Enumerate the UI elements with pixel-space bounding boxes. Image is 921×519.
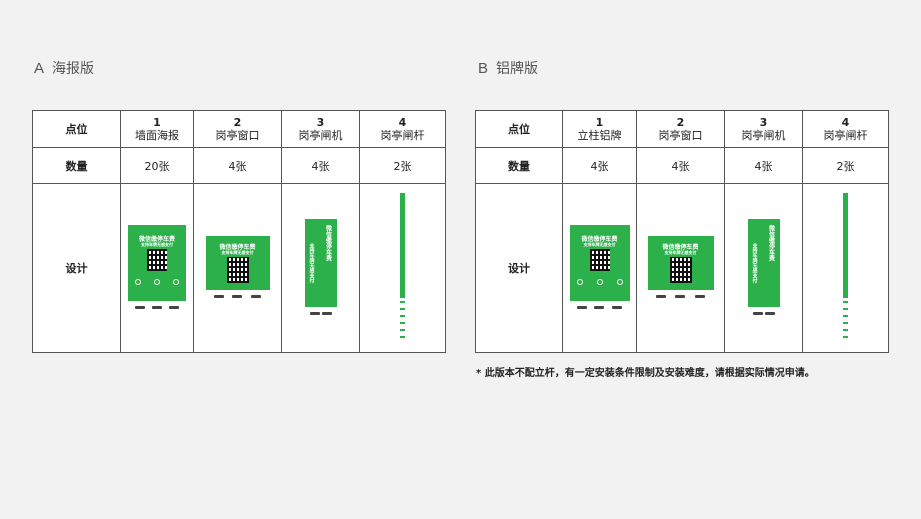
point-number: 4 bbox=[398, 115, 407, 129]
poster-subline: 支持车牌无感支付 bbox=[751, 243, 758, 283]
barrier-poster-image bbox=[400, 193, 405, 343]
point-number: 4 bbox=[841, 115, 850, 129]
quantity-cell: 4张 bbox=[636, 147, 725, 184]
qr-code-icon bbox=[226, 257, 249, 283]
qr-code-icon bbox=[147, 249, 167, 271]
poster-subline: 支持车牌无感支付 bbox=[664, 250, 697, 255]
logo-strip bbox=[843, 298, 848, 343]
section-b-label: 铝牌版 bbox=[496, 61, 539, 77]
quantity-cell: 20张 bbox=[120, 147, 194, 184]
table-row-quantity: 数量 20张 4张 4张 2张 bbox=[32, 147, 446, 184]
section-b-title: B 铝牌版 bbox=[478, 58, 538, 78]
quantity-cell: 2张 bbox=[359, 147, 446, 184]
point-number: 1 bbox=[595, 115, 604, 129]
section-a-title: A 海报版 bbox=[34, 58, 94, 78]
logo-strip bbox=[304, 307, 337, 317]
poster-headline: 微信缴停车费 bbox=[324, 225, 332, 261]
table-row-quantity: 数量 4张 4张 4张 2张 bbox=[475, 147, 889, 184]
row-label-design: 设计 bbox=[475, 183, 563, 353]
logo-strip bbox=[647, 290, 714, 300]
wall-poster-image: 微信缴停车费 支持车牌无感支付 bbox=[128, 225, 186, 311]
quantity-cell: 4张 bbox=[281, 147, 360, 184]
design-cell: 微信缴停车费 支持车牌无感支付 bbox=[724, 183, 803, 353]
pillar-sign-image: 微信缴停车费 支持车牌无感支付 bbox=[569, 225, 630, 311]
poster-subline: 支持车牌无感支付 bbox=[308, 243, 315, 283]
row-label-design: 设计 bbox=[32, 183, 121, 353]
table-row-design: 设计 微信缴停车费 支持车牌无感支付 微信缴停车费 支持车牌无感支付 微信缴停车… bbox=[475, 183, 889, 353]
feature-icons bbox=[128, 279, 186, 285]
footnote: * 此版本不配立杆，有一定安装条件限制及安装难度，请根据实际情况申请。 bbox=[476, 368, 815, 379]
point-number: 3 bbox=[316, 115, 325, 129]
window-poster-image: 微信缴停车费 支持车牌无感支付 bbox=[205, 236, 270, 300]
quantity-cell: 4张 bbox=[193, 147, 282, 184]
design-cell: 微信缴停车费 支持车牌无感支付 bbox=[562, 183, 637, 353]
gate-poster-image: 微信缴停车费 支持车牌无感支付 bbox=[304, 219, 337, 317]
table-row-design: 设计 微信缴停车费 支持车牌无感支付 微信缴停车费 支持车牌无感支付 微信缴停车… bbox=[32, 183, 446, 353]
design-cell: 微信缴停车费 支持车牌无感支付 bbox=[120, 183, 194, 353]
design-cell: 微信缴停车费 支持车牌无感支付 bbox=[281, 183, 360, 353]
section-b-letter: B bbox=[478, 59, 489, 77]
point-name: 墙面海报 bbox=[135, 128, 179, 142]
feature-icons bbox=[570, 279, 630, 285]
design-cell: 微信缴停车费 支持车牌无感支付 bbox=[193, 183, 282, 353]
point-name: 岗亭闸杆 bbox=[380, 128, 425, 142]
section-a-label: 海报版 bbox=[52, 61, 95, 77]
poster-subline: 支持车牌无感支付 bbox=[221, 250, 254, 255]
point-number: 2 bbox=[233, 115, 242, 129]
quantity-cell: 2张 bbox=[802, 147, 889, 184]
row-label-quantity: 数量 bbox=[32, 147, 121, 184]
point-number: 2 bbox=[676, 115, 685, 129]
point-name: 岗亭闸杆 bbox=[823, 128, 868, 142]
logo-strip bbox=[747, 307, 780, 317]
row-label-quantity: 数量 bbox=[475, 147, 563, 184]
barrier-sign-image bbox=[843, 193, 848, 343]
poster-headline: 微信缴停车费 bbox=[662, 244, 699, 251]
row-label-points: 点位 bbox=[32, 110, 121, 148]
quantity-cell: 4张 bbox=[562, 147, 637, 184]
row-label-points: 点位 bbox=[475, 110, 563, 148]
section-a-letter: A bbox=[34, 59, 45, 77]
logo-strip bbox=[205, 290, 270, 300]
point-number: 1 bbox=[153, 115, 161, 129]
poster-headline: 微信缴停车费 bbox=[581, 236, 618, 243]
poster-headline: 微信缴停车费 bbox=[219, 244, 256, 251]
logo-strip bbox=[128, 301, 186, 311]
window-sign-image: 微信缴停车费 支持车牌无感支付 bbox=[647, 236, 714, 300]
point-number: 3 bbox=[759, 115, 768, 129]
quantity-cell: 4张 bbox=[724, 147, 803, 184]
qr-code-icon bbox=[589, 249, 610, 271]
poster-subline: 支持车牌无感支付 bbox=[141, 242, 173, 247]
logo-strip bbox=[569, 301, 630, 311]
qr-code-icon bbox=[669, 257, 692, 283]
point-name: 岗亭闸机 bbox=[741, 128, 786, 142]
design-cell: 微信缴停车费 支持车牌无感支付 bbox=[636, 183, 725, 353]
point-name: 岗亭闸机 bbox=[298, 128, 343, 142]
poster-headline: 微信缴停车费 bbox=[138, 236, 175, 243]
logo-strip bbox=[400, 298, 405, 343]
point-name: 岗亭窗口 bbox=[215, 128, 260, 142]
design-cell bbox=[802, 183, 889, 353]
poster-headline: 微信缴停车费 bbox=[767, 225, 775, 261]
poster-subline: 支持车牌无感支付 bbox=[583, 242, 616, 247]
gate-sign-image: 微信缴停车费 支持车牌无感支付 bbox=[747, 219, 780, 317]
design-cell bbox=[359, 183, 446, 353]
point-name: 立柱铝牌 bbox=[577, 128, 622, 142]
point-name: 岗亭窗口 bbox=[658, 128, 703, 142]
